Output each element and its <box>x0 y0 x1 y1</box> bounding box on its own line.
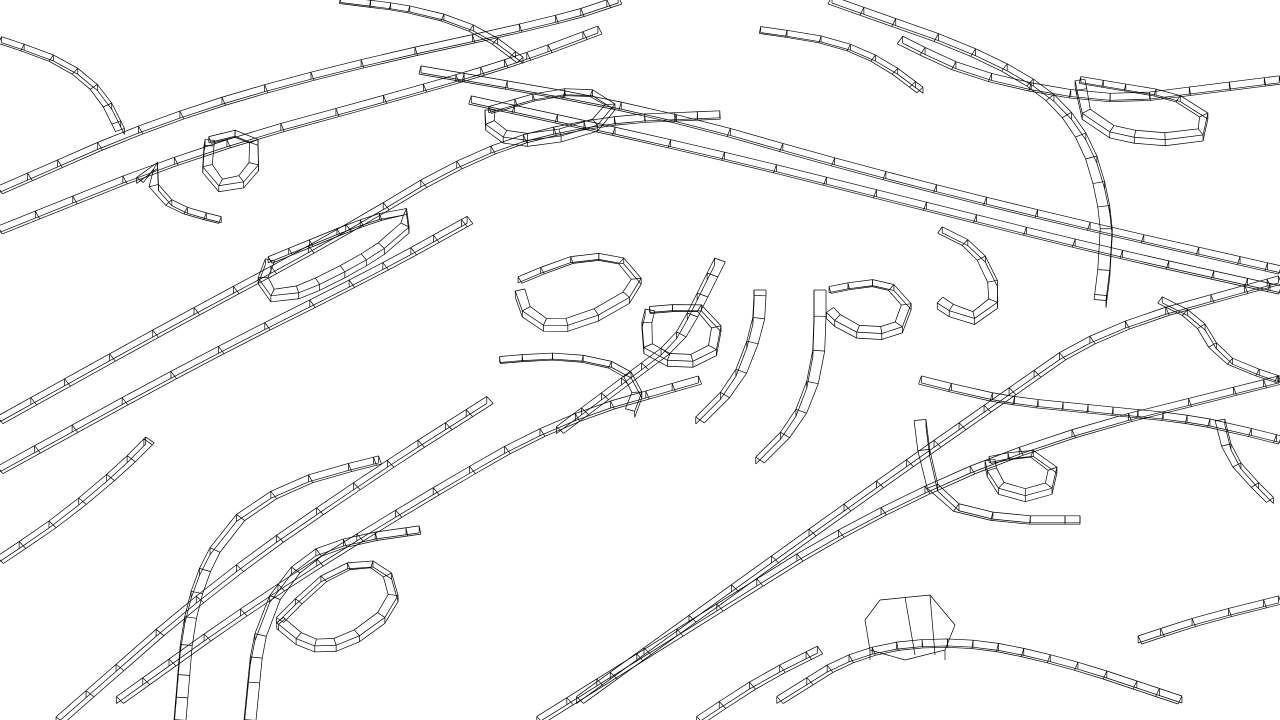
street-segment <box>0 0 623 195</box>
street-segment <box>468 95 1280 295</box>
block-outline <box>758 26 924 94</box>
block-outline <box>136 161 222 224</box>
street-segment <box>897 35 1280 103</box>
block-outline <box>936 226 998 325</box>
street-segment <box>418 65 1280 275</box>
street-segment <box>696 645 823 720</box>
street-segment <box>0 25 603 235</box>
street-segment <box>173 455 382 720</box>
block-outline <box>984 450 1058 503</box>
street-segment <box>0 436 155 564</box>
street-segment <box>918 375 1280 445</box>
block-outline <box>641 304 722 368</box>
block-outline <box>514 253 642 332</box>
block-outline <box>499 352 643 418</box>
block-outline <box>257 208 410 303</box>
street-segment <box>55 396 494 720</box>
block-outline <box>0 36 125 135</box>
street-segment <box>827 0 1113 308</box>
street-segment <box>0 216 474 474</box>
block-outline <box>1157 296 1280 384</box>
block-outline <box>484 88 616 147</box>
building-structure <box>864 594 956 661</box>
block-outline <box>826 279 912 340</box>
street-segment <box>576 275 1280 704</box>
street-segment <box>695 289 767 425</box>
street-segment <box>0 110 721 424</box>
street-segment <box>556 257 726 434</box>
street-segment <box>116 375 702 704</box>
block-outline <box>339 0 524 64</box>
block-outline <box>276 560 399 653</box>
street-segment <box>536 375 1280 720</box>
block-outline <box>202 129 259 193</box>
street-segment <box>1137 595 1280 645</box>
street-segment <box>755 289 827 465</box>
street-segment <box>243 525 422 720</box>
street-segment <box>913 419 1081 525</box>
street-segment <box>776 638 1183 705</box>
block-outline <box>1214 418 1274 504</box>
block-outline <box>1074 76 1209 147</box>
